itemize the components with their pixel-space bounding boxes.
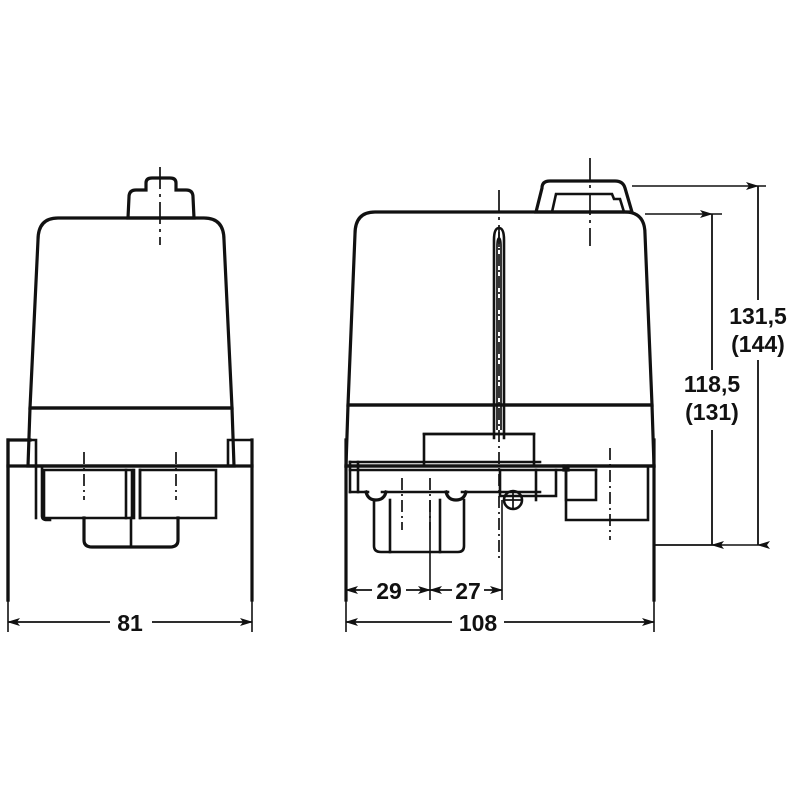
dim-label-side-total-width: 108 xyxy=(459,610,498,636)
dimension-annotations: 81 108 29 27 118,5 (131) 131,5 (144) xyxy=(7,182,787,636)
side-mech-housing xyxy=(372,498,466,554)
dim-label-side-seg-left: 29 xyxy=(376,578,402,604)
dim-label-height-total: 131,5 xyxy=(729,303,787,329)
side-cap-inner xyxy=(550,192,626,214)
dim-label-front-width: 81 xyxy=(117,610,143,636)
front-cap-outline xyxy=(126,176,196,220)
dim-label-side-seg-right: 27 xyxy=(455,578,481,604)
side-clip-lug-right xyxy=(444,490,468,502)
front-body-outline xyxy=(28,216,234,410)
side-clip-lug-left xyxy=(364,490,388,502)
side-terminal-inner xyxy=(498,468,558,498)
side-right-block xyxy=(564,466,650,522)
dim-label-height-total-alt: (144) xyxy=(731,331,785,357)
side-view xyxy=(344,158,656,602)
side-body-outline xyxy=(346,210,654,407)
side-spindle-inner xyxy=(496,237,502,430)
dim-label-height-body-alt: (131) xyxy=(685,399,739,425)
dim-label-height-body: 118,5 xyxy=(684,371,740,397)
side-spindle xyxy=(492,226,506,440)
side-cap-outer xyxy=(533,179,635,214)
